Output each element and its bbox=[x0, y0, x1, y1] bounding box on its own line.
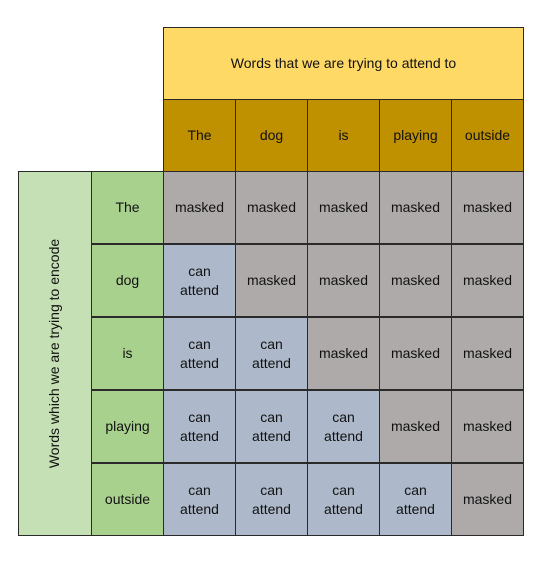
cell-label: can attend bbox=[252, 335, 291, 371]
cell-label: masked bbox=[462, 272, 513, 288]
cell-label: masked bbox=[390, 272, 441, 288]
cell-label: masked bbox=[462, 491, 513, 507]
column-header-label: dog bbox=[259, 127, 284, 143]
cell-label: masked bbox=[390, 199, 441, 215]
cell-label: can attend bbox=[252, 481, 291, 517]
can-attend-cell: can attend bbox=[163, 463, 236, 536]
cell-label: masked bbox=[462, 199, 513, 215]
cell-label: can attend bbox=[180, 481, 219, 517]
cell-label: masked bbox=[462, 418, 513, 434]
cell-label: masked bbox=[390, 345, 441, 361]
attend-to-header-label: Words that we are trying to attend to bbox=[230, 55, 457, 71]
cell-label: masked bbox=[318, 345, 369, 361]
attend-to-header: Words that we are trying to attend to bbox=[163, 27, 524, 100]
masked-cell: masked bbox=[451, 317, 524, 390]
column-header-label: is bbox=[338, 127, 349, 143]
encode-side-label-text: Words which we are trying to encode bbox=[46, 238, 63, 469]
cell-label: masked bbox=[318, 199, 369, 215]
cell-label: can attend bbox=[252, 408, 291, 444]
masked-cell: masked bbox=[379, 171, 452, 244]
column-header-playing: playing bbox=[379, 99, 452, 172]
cell-label: can attend bbox=[180, 408, 219, 444]
masked-cell: masked bbox=[379, 244, 452, 317]
can-attend-cell: can attend bbox=[235, 317, 308, 390]
masked-cell: masked bbox=[379, 390, 452, 463]
cell-label: masked bbox=[318, 272, 369, 288]
masked-cell: masked bbox=[163, 171, 236, 244]
cell-label: masked bbox=[390, 418, 441, 434]
masked-cell: masked bbox=[235, 171, 308, 244]
cell-label: can attend bbox=[324, 408, 363, 444]
column-header-is: is bbox=[307, 99, 380, 172]
row-header-dog: dog bbox=[91, 244, 164, 317]
masked-cell: masked bbox=[451, 390, 524, 463]
can-attend-cell: can attend bbox=[163, 317, 236, 390]
masked-cell: masked bbox=[379, 317, 452, 390]
row-header-outside: outside bbox=[91, 463, 164, 536]
column-header-the: The bbox=[163, 99, 236, 172]
row-header-label: outside bbox=[104, 491, 151, 507]
can-attend-cell: can attend bbox=[379, 463, 452, 536]
masked-cell: masked bbox=[451, 244, 524, 317]
cell-label: can attend bbox=[324, 481, 363, 517]
cell-label: masked bbox=[246, 272, 297, 288]
cell-label: can attend bbox=[396, 481, 435, 517]
masked-cell: masked bbox=[451, 171, 524, 244]
row-header-label: dog bbox=[115, 272, 140, 288]
can-attend-cell: can attend bbox=[235, 463, 308, 536]
encode-side-label: Words which we are trying to encode bbox=[18, 171, 92, 536]
cell-label: can attend bbox=[180, 262, 219, 298]
row-header-playing: playing bbox=[91, 390, 164, 463]
row-header-is: is bbox=[91, 317, 164, 390]
row-header-label: The bbox=[115, 199, 140, 215]
cell-label: masked bbox=[246, 199, 297, 215]
column-header-label: outside bbox=[464, 127, 511, 143]
row-header-the: The bbox=[91, 171, 164, 244]
row-header-label: is bbox=[122, 345, 133, 361]
can-attend-cell: can attend bbox=[163, 390, 236, 463]
can-attend-cell: can attend bbox=[307, 463, 380, 536]
masked-cell: masked bbox=[307, 244, 380, 317]
can-attend-cell: can attend bbox=[307, 390, 380, 463]
column-header-label: playing bbox=[393, 127, 438, 143]
can-attend-cell: can attend bbox=[163, 244, 236, 317]
column-header-dog: dog bbox=[235, 99, 308, 172]
masked-cell: masked bbox=[451, 463, 524, 536]
cell-label: can attend bbox=[180, 335, 219, 371]
masked-cell: masked bbox=[235, 244, 308, 317]
cell-label: masked bbox=[462, 345, 513, 361]
masked-cell: masked bbox=[307, 317, 380, 390]
row-header-label: playing bbox=[105, 418, 150, 434]
column-header-label: The bbox=[187, 127, 212, 143]
can-attend-cell: can attend bbox=[235, 390, 308, 463]
cell-label: masked bbox=[174, 199, 225, 215]
masked-cell: masked bbox=[307, 171, 380, 244]
column-header-outside: outside bbox=[451, 99, 524, 172]
